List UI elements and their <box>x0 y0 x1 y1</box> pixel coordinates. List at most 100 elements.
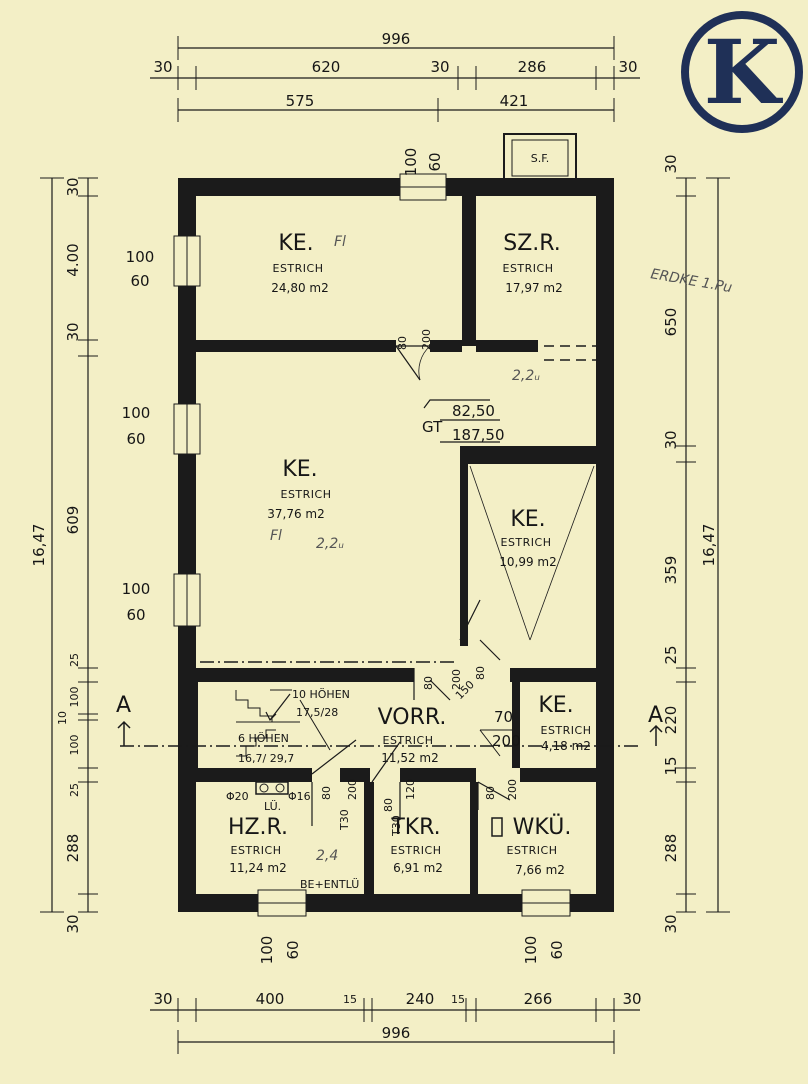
dim-top-total: 996 <box>382 30 411 48</box>
note-erdke: ERDKE 1.Pu <box>649 266 733 296</box>
dim-left-e: 25 <box>68 653 81 667</box>
dim-bottom-total: 996 <box>382 1024 411 1042</box>
dim-bottom-g: 30 <box>622 990 641 1008</box>
room-tkr: TKR. ESTRICH 6,91 m2 <box>390 815 443 875</box>
room-area: 11,24 m2 <box>229 861 287 875</box>
dim-top-a: 30 <box>153 58 172 76</box>
window-left-1-w: 100 <box>126 248 155 266</box>
hzr-200-label: 200 <box>346 779 359 800</box>
section-right-letter: A <box>648 703 663 728</box>
dim-top-b: 620 <box>312 58 341 76</box>
note-s1: 2,2ᵤ <box>316 536 344 552</box>
dim-right-d: 359 <box>662 556 680 585</box>
room-area: 6,91 m2 <box>393 861 443 875</box>
dim-right-i: 30 <box>662 914 680 933</box>
dim-left-k: 30 <box>64 914 82 933</box>
vorr-80-label: 80 <box>422 676 435 690</box>
chimney: Φ20 Φ16 LÜ. <box>226 781 311 813</box>
dim-right-e: 25 <box>662 645 680 664</box>
window-bottom-right-h: 60 <box>548 940 566 959</box>
dim-left-h: 100 <box>68 735 81 756</box>
room-area: 24,80 m2 <box>271 281 329 295</box>
room-floor: ESTRICH <box>541 724 592 737</box>
hzr-t30-label: T30 <box>338 809 351 831</box>
dim-left-c: 30 <box>64 322 82 341</box>
hzr-80-label: 80 <box>320 786 333 800</box>
room-ke-2: KE. ESTRICH 37,76 m2 <box>267 457 331 521</box>
dim-left-b: 4.00 <box>64 243 82 276</box>
window-left-3-h: 60 <box>126 606 145 624</box>
room-name: KE. <box>510 507 545 532</box>
dim-bottom-b: 400 <box>256 990 285 1008</box>
room-ke-3: KE. ESTRICH 10,99 m2 <box>469 465 595 641</box>
section-left-letter: A <box>116 693 131 718</box>
room-szr: SZ.R. ESTRICH 17,97 m2 <box>503 231 563 295</box>
dim-left-g: 10 <box>56 711 69 725</box>
dim-bottom-c: 15 <box>343 993 357 1006</box>
note-s2: 2,4 <box>316 848 338 864</box>
window-left-1-h: 60 <box>130 272 149 290</box>
room-vorr: VORR. ESTRICH 11,52 m2 <box>378 705 447 765</box>
window-left-3-w: 100 <box>122 580 151 598</box>
dim-left-d: 609 <box>64 506 82 535</box>
dim-left-j: 288 <box>64 834 82 863</box>
top-dimensions: 996 30 620 30 286 30 575 421 <box>150 30 640 122</box>
gt-top: 82,50 <box>452 402 495 420</box>
wku-80-label: 80 <box>484 786 497 800</box>
dashed-lines <box>120 345 640 747</box>
dim-left-f: 100 <box>68 687 81 708</box>
dim-left-a: 30 <box>64 177 82 196</box>
room-area: 4,18 m2 <box>541 739 591 753</box>
room-area: 17,97 m2 <box>505 281 563 295</box>
stairs-lower-label: 6 HÖHEN <box>238 732 289 745</box>
room-floor: ESTRICH <box>231 844 282 857</box>
dim-top-f: 575 <box>286 92 315 110</box>
room-area: 37,76 m2 <box>267 507 325 521</box>
dim-top-c: 30 <box>430 58 449 76</box>
window-top-w: 100 <box>402 148 420 177</box>
windows: 100 60 S.F. 100 60 100 60 100 60 100 60 … <box>122 133 577 964</box>
gt-label: GT <box>422 418 443 436</box>
dim-bottom-d: 240 <box>406 990 435 1008</box>
room-floor: ESTRICH <box>281 488 332 501</box>
note-fl-2: Fl <box>270 528 282 544</box>
room-name: WKÜ. <box>513 814 572 840</box>
room-ke-4: KE. ESTRICH 4,18 m2 <box>538 693 591 753</box>
be-entlu-label: BE+ENTLÜ <box>300 878 359 891</box>
room-name: VORR. <box>378 705 447 730</box>
right-dimensions: 30 650 30 359 25 220 15 288 30 16,47 <box>662 154 730 934</box>
vorr-200b-label: 200 <box>492 732 521 750</box>
sf-label: S.F. <box>531 152 550 165</box>
room-ke-1: KE. ESTRICH 24,80 m2 <box>271 231 329 295</box>
dim-right-a: 30 <box>662 154 680 173</box>
section-marker-left: A <box>116 693 131 746</box>
stairs-lower-dim: 16,7/ 29,7 <box>238 752 294 765</box>
chimney-lu: LÜ. <box>264 800 281 813</box>
room-floor: ESTRICH <box>391 844 442 857</box>
window-left-2-w: 100 <box>122 404 151 422</box>
room-name: HZ.R. <box>228 815 288 840</box>
tkr-t30-label: T30 <box>390 815 403 837</box>
vorr-70-label: 70 <box>494 708 513 726</box>
dim-right-c: 30 <box>662 430 680 449</box>
room-wku: WKÜ. ESTRICH 7,66 m2 <box>507 814 572 877</box>
dim-right-total: 16,47 <box>700 524 718 567</box>
room-area: 11,52 m2 <box>381 751 439 765</box>
note-fl-1: Fl <box>334 234 346 250</box>
dim-top-d: 286 <box>518 58 547 76</box>
note-s3: 2,2ᵤ <box>512 368 540 384</box>
dim-right-b: 650 <box>662 308 680 337</box>
door-200-label: 200 <box>420 329 433 350</box>
section-marker-right: A <box>648 703 663 746</box>
dim-left-total: 16,47 <box>30 524 48 567</box>
company-logo: K <box>681 11 803 133</box>
room-area: 7,66 m2 <box>515 863 565 877</box>
room-floor: ESTRICH <box>273 262 324 275</box>
door-openings: 80 200 GT 82,50 187,50 80 200 80 150 70 … <box>311 329 521 837</box>
window-top-h: 60 <box>426 152 444 171</box>
dim-right-g: 15 <box>662 756 680 775</box>
dim-top-e: 30 <box>618 58 637 76</box>
tkr-120-label: 120 <box>404 779 417 800</box>
